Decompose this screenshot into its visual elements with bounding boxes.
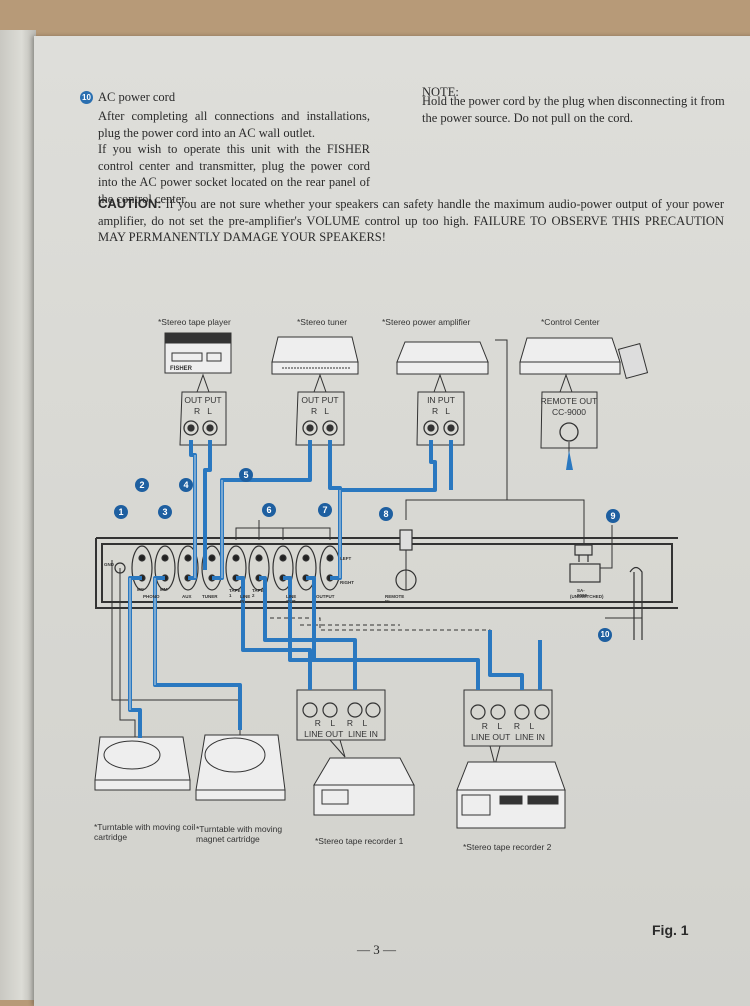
marker-3-label: 3 — [162, 507, 168, 517]
panel-label-unswitched: (UNSWITCHED) — [570, 594, 604, 599]
marker-7 — [318, 503, 332, 517]
panel-label-line-in: LINE IN — [240, 594, 251, 604]
panel-label-outlet: SA-9000 — [577, 588, 588, 598]
page-number: — 3 — — [357, 942, 396, 957]
section-heading: 10 AC power cord — [80, 89, 175, 106]
section-title: AC power cord — [98, 90, 176, 104]
panel-label-mc: MC — [137, 587, 144, 592]
label-control-center: *Control Center — [541, 317, 600, 327]
panel-label-left: LEFT — [340, 556, 352, 561]
marker-8 — [379, 507, 393, 521]
panel-label-output: OUTPUT — [316, 594, 335, 599]
marker-8-label: 8 — [383, 509, 389, 519]
control-center-illustration — [519, 337, 649, 379]
section-number-badge: 10 — [80, 91, 93, 104]
din-plug-icon — [566, 450, 573, 470]
turntable-mm-illustration — [195, 734, 286, 801]
fisher-brand: FISHER — [170, 366, 193, 372]
marker-10-label: 10 — [600, 630, 610, 639]
caution-text: If you are not sure whether your speaker… — [98, 197, 725, 244]
callout-markers — [114, 468, 620, 642]
marker-2 — [135, 478, 149, 492]
caution-block: CAUTION: If you are not sure whether you… — [98, 196, 724, 246]
marker-3 — [158, 505, 172, 519]
tuner-illustration — [271, 336, 359, 375]
panel-label-tuner: TUNER — [202, 594, 218, 599]
amplifier-illustration — [396, 341, 489, 375]
ac-outlet — [569, 563, 601, 583]
caution-heading: CAUTION: — [98, 196, 162, 211]
panel-label-aux: AUX — [182, 594, 192, 599]
panel-label-right: RIGHT — [340, 580, 354, 585]
label-tape-recorder-2: *Stereo tape recorder 2 — [463, 842, 552, 852]
manual-page — [34, 36, 750, 1006]
marker-2-label: 2 — [139, 480, 145, 490]
section-body: After completing all connections and ins… — [98, 109, 370, 140]
tape-recorder-2-illustration — [456, 761, 566, 829]
panel-label-line-out: LINE OUT — [286, 594, 297, 604]
label-tape-recorder-1: *Stereo tape recorder 1 — [315, 836, 404, 846]
turntable-mc-illustration — [94, 736, 191, 791]
panel-label-remote-in: REMOTE IN — [385, 594, 405, 604]
marker-4 — [179, 478, 193, 492]
marker-9-label: 9 — [610, 511, 616, 521]
marker-6 — [262, 503, 276, 517]
panel-label-tape1: TAPE 1 — [229, 588, 241, 598]
panel-label-phono: PHONO — [143, 594, 160, 599]
panel-label-tape2: TAPE 2 — [252, 588, 264, 598]
label-turntable-mc: *Turntable with moving coil cartridge — [94, 822, 196, 842]
label-power-amplifier: *Stereo power amplifier — [382, 317, 471, 327]
marker-5-label: 5 — [243, 470, 249, 480]
section-body-2: If you wish to operate this unit with th… — [98, 142, 370, 206]
marker-6-label: 6 — [266, 505, 272, 515]
marker-7-label: 7 — [322, 505, 328, 515]
marker-9 — [606, 509, 620, 523]
marker-10 — [598, 628, 612, 642]
note-text: Hold the power cord by the plug when dis… — [422, 94, 725, 125]
figure-label: Fig. 1 — [652, 922, 689, 938]
marker-1-label: 1 — [118, 507, 124, 517]
label-tuner: *Stereo tuner — [297, 317, 348, 327]
label-tape-player: *Stereo tape player — [158, 317, 231, 327]
panel-label-gnd: GND — [104, 562, 114, 567]
marker-4-label: 4 — [183, 480, 189, 490]
marker-5 — [239, 468, 253, 482]
marker-1 — [114, 505, 128, 519]
tape-player-illustration — [164, 332, 232, 374]
tape-recorder-1-illustration — [313, 757, 415, 816]
label-turntable-mm: *Turntable with moving magnet cartridge — [196, 824, 283, 844]
facing-page-edge — [0, 30, 36, 1000]
panel-label-mm: MM — [160, 587, 168, 592]
note-heading: NOTE: — [422, 85, 459, 99]
